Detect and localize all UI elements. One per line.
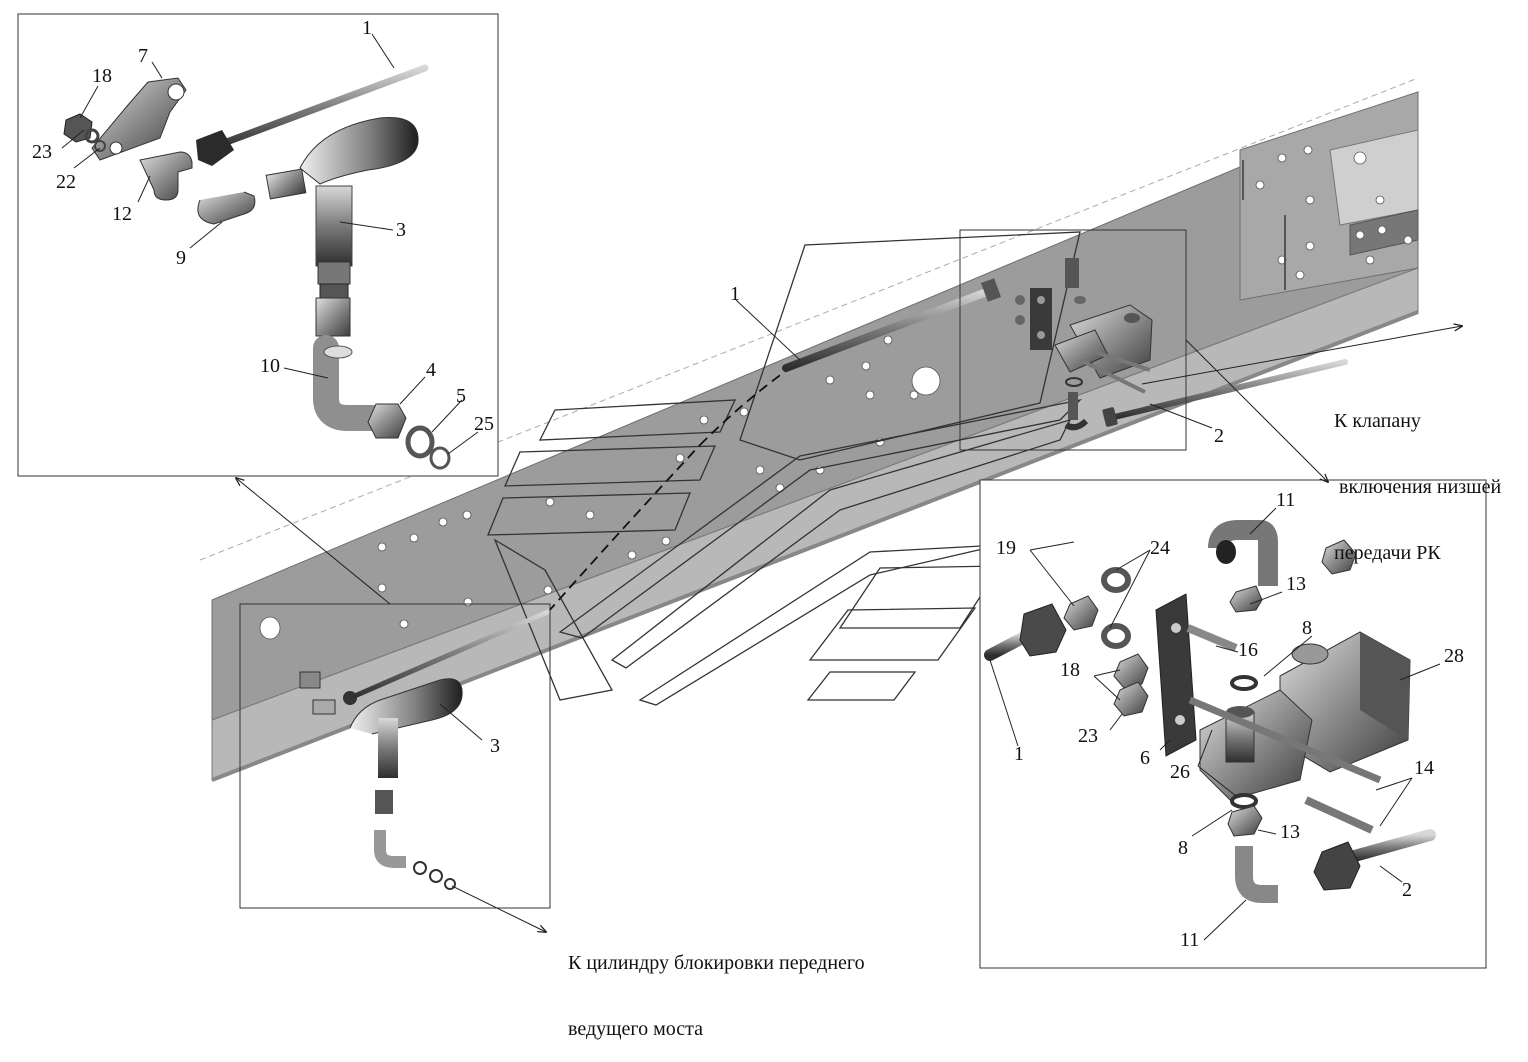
detail-box-bottom-right <box>979 479 1487 969</box>
callout-label: 19 <box>996 537 1016 559</box>
callout-labels: 1 7 18 23 22 12 9 3 10 4 5 25 1 2 3 11 1… <box>32 17 1464 951</box>
callout-label: 2 <box>1214 425 1224 447</box>
callout-label: 4 <box>426 359 436 381</box>
note-cylinder-line: ведущего моста <box>568 1018 703 1040</box>
valve-cluster-mid <box>1015 258 1153 431</box>
callout-label: 11 <box>1180 929 1199 951</box>
callout-label: 6 <box>1140 747 1150 769</box>
callout-label: 23 <box>1078 725 1098 747</box>
note-valve-line: К клапану <box>1334 410 1421 432</box>
callout-label: 5 <box>456 385 466 407</box>
callout-label: 8 <box>1302 617 1312 639</box>
assembly-diagram: 1 7 18 23 22 12 9 3 10 4 5 25 1 2 3 11 1… <box>17 13 1487 969</box>
callout-label: 16 <box>1238 639 1258 661</box>
callout-label: 22 <box>56 171 76 193</box>
callout-label: 7 <box>138 45 148 67</box>
callout-label: 1 <box>362 17 372 39</box>
callout-label: 8 <box>1178 837 1188 859</box>
note-valve: К клапану включения низшей передачи РК <box>1334 366 1501 586</box>
tube-main-1 <box>347 278 1001 701</box>
note-valve-line: включения низшей <box>1334 476 1502 498</box>
outline-overlay <box>487 231 1082 706</box>
callout-label: 13 <box>1286 573 1306 595</box>
note-cylinder-line: К цилиндру блокировки переднего <box>568 952 865 974</box>
callout-label: 18 <box>92 65 112 87</box>
callout-label: 1 <box>1014 743 1024 765</box>
callout-label: 3 <box>490 735 500 757</box>
note-valve-line: передачи РК <box>1334 542 1441 564</box>
callout-label: 13 <box>1280 821 1300 843</box>
callout-label: 25 <box>474 413 494 435</box>
assembly-lower-left <box>299 671 463 890</box>
tube-main-2 <box>1102 359 1348 427</box>
callout-label: 3 <box>396 219 406 241</box>
callout-label: 1 <box>730 283 740 305</box>
callout-label: 26 <box>1170 761 1190 783</box>
callout-label: 14 <box>1414 757 1434 779</box>
callout-label: 10 <box>260 355 280 377</box>
callout-label: 28 <box>1444 645 1464 667</box>
callout-label: 18 <box>1060 659 1080 681</box>
chassis-frame <box>199 77 1419 782</box>
detail-box-top-left <box>17 13 499 477</box>
callout-label: 23 <box>32 141 52 163</box>
callout-label: 9 <box>176 247 186 269</box>
callout-label: 11 <box>1276 489 1295 511</box>
callout-label: 2 <box>1402 879 1412 901</box>
callout-frames <box>236 229 1462 932</box>
callout-label: 12 <box>112 203 132 225</box>
callout-label: 24 <box>1150 537 1170 559</box>
note-cylinder: К цилиндру блокировки переднего ведущего… <box>568 908 865 1062</box>
